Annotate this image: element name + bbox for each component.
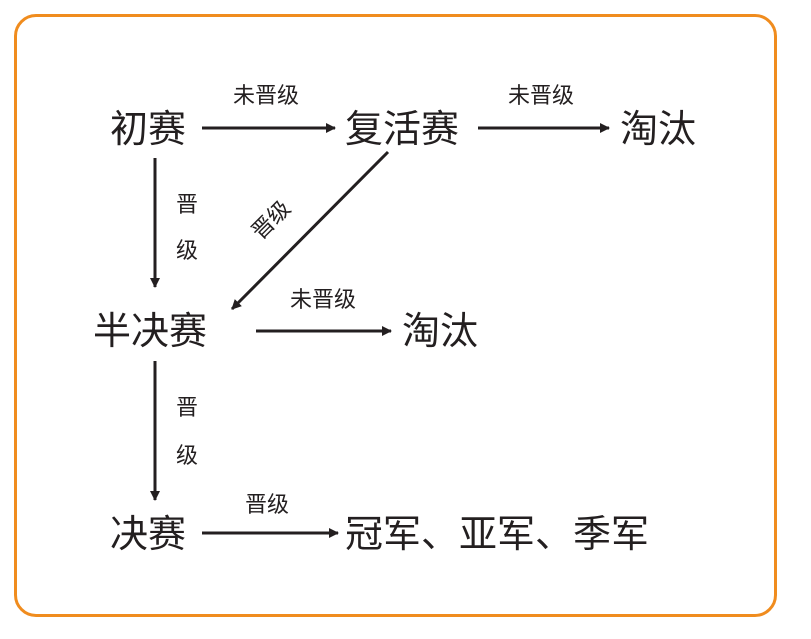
node-repechage: 复活赛: [345, 107, 460, 151]
label-repechage-to-out: 未晋级: [508, 84, 575, 109]
diagram-frame: [14, 14, 777, 617]
label-prelim-to-repechage: 未晋级: [233, 84, 300, 109]
node-eliminated-mid: 淘汰: [402, 309, 479, 353]
label-final-to-medals: 晋级: [245, 493, 290, 518]
label-prelim-to-semi-2: 级: [176, 239, 199, 264]
node-eliminated-top: 淘汰: [620, 107, 697, 151]
node-medals: 冠军、亚军、季军: [345, 512, 650, 556]
node-semifinal: 半决赛: [93, 309, 208, 353]
arrow-repechage-to-semi: [230, 150, 390, 311]
node-prelim: 初赛: [110, 107, 187, 151]
label-semi-to-final-2: 级: [176, 444, 199, 469]
label-semi-to-final-1: 晋: [176, 396, 199, 421]
node-final: 决赛: [110, 512, 187, 556]
label-semi-to-out: 未晋级: [290, 288, 357, 313]
label-prelim-to-semi-1: 晋: [176, 193, 199, 218]
